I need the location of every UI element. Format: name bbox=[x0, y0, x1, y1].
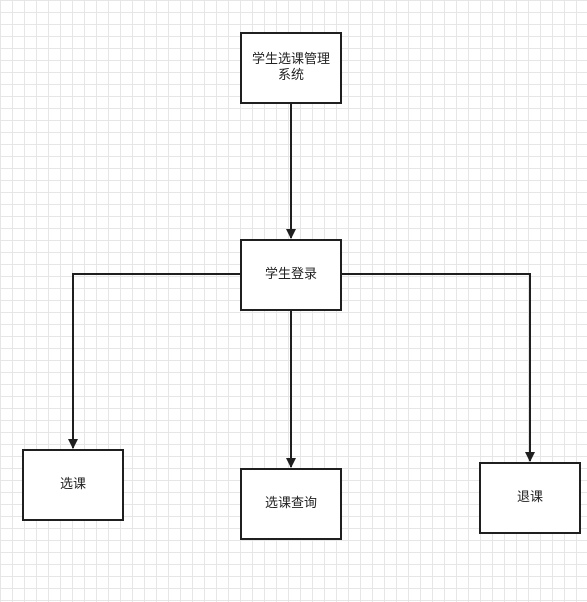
node-query[interactable]: 选课查询 bbox=[240, 468, 342, 540]
edge-login-to-drop bbox=[341, 273, 535, 462]
node-login-label: 学生登录 bbox=[264, 267, 317, 282]
node-drop[interactable]: 退课 bbox=[479, 462, 581, 534]
node-select-label: 选课 bbox=[59, 477, 86, 492]
node-select[interactable]: 选课 bbox=[22, 449, 124, 521]
node-query-label: 选课查询 bbox=[264, 496, 317, 511]
node-drop-label: 退课 bbox=[516, 490, 543, 505]
edge-login-to-select bbox=[68, 273, 241, 449]
node-root-label: 学生选课管理系统 bbox=[252, 52, 331, 83]
node-login[interactable]: 学生登录 bbox=[240, 239, 342, 311]
node-root[interactable]: 学生选课管理系统 bbox=[240, 32, 342, 104]
